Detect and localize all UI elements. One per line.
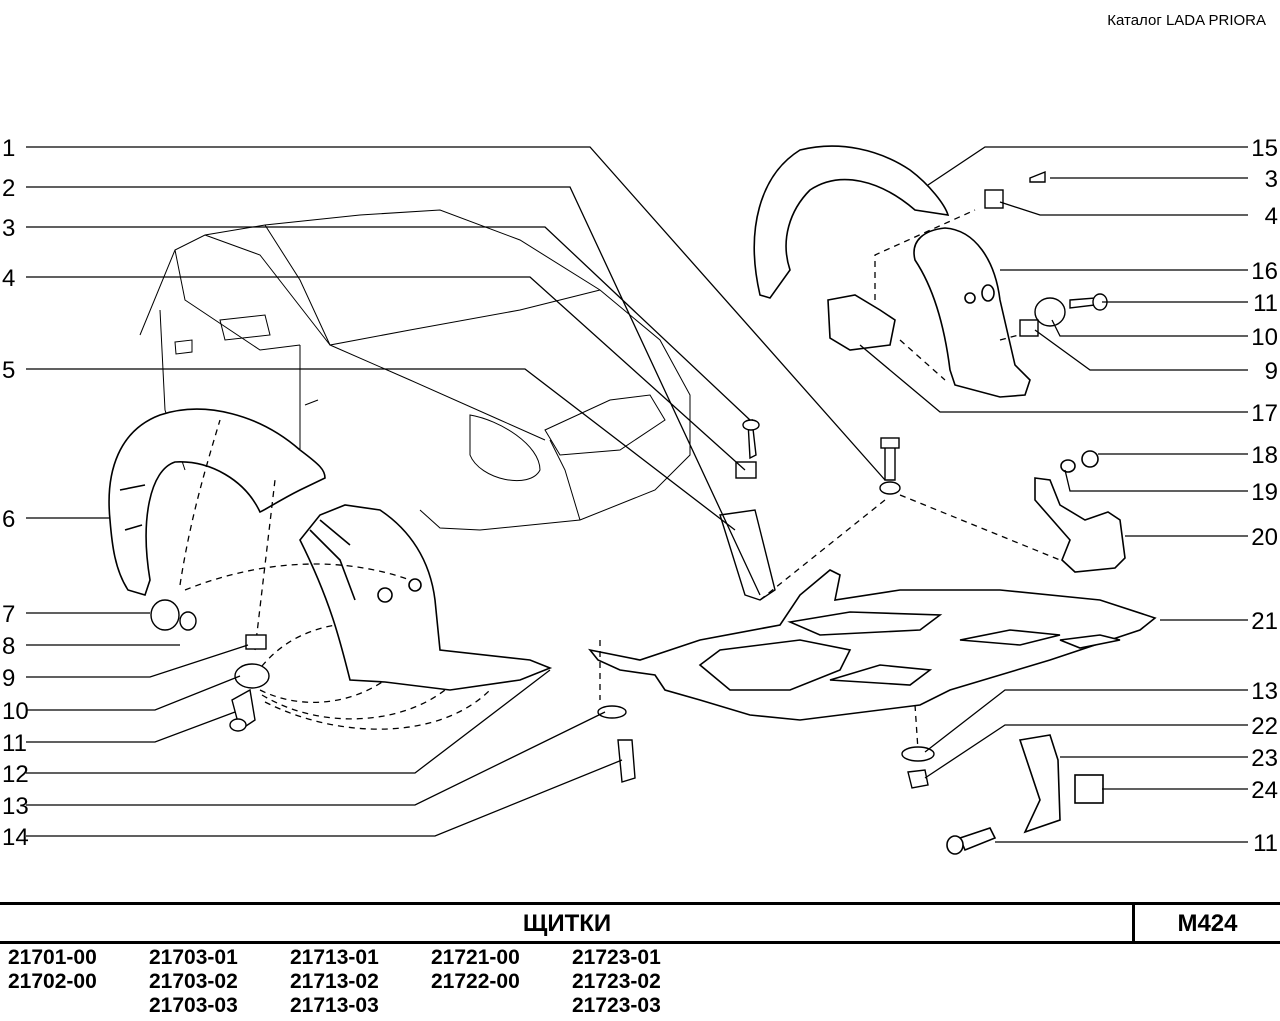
section-code: M424 — [1177, 910, 1238, 937]
model-code: 21701-00 — [8, 946, 97, 969]
model-code: 21723-02 — [572, 970, 661, 993]
model-column-5: 21723-01 21723-02 21723-03 — [572, 946, 712, 1018]
callout-right-9: 9 — [1265, 358, 1278, 385]
model-code: 21713-03 — [290, 994, 379, 1017]
model-code: 21713-02 — [290, 970, 379, 993]
callout-left-9: 9 — [2, 665, 15, 692]
model-code: 21722-00 — [431, 970, 520, 993]
callout-left-3: 3 — [2, 215, 15, 242]
model-code: 21723-01 — [572, 946, 661, 969]
callout-left-8: 8 — [2, 633, 15, 660]
callout-right-22: 22 — [1251, 713, 1278, 740]
callout-right-11a: 11 — [1253, 290, 1278, 317]
catalog-title: Каталог LADA PRIORA — [1107, 12, 1266, 29]
callout-left-14: 14 — [2, 824, 29, 851]
front-fender-liner-right — [753, 145, 950, 299]
model-column-1: 21701-00 21702-00 — [8, 946, 148, 994]
callout-left-7: 7 — [2, 601, 15, 628]
model-column-2: 21703-01 21703-02 21703-03 — [149, 946, 289, 1018]
callout-left-12: 12 — [2, 761, 29, 788]
model-column-4: 21721-00 21722-00 — [431, 946, 571, 994]
callout-right-16: 16 — [1251, 258, 1278, 285]
engine-splash-guard — [588, 569, 1157, 721]
footer: ЩИТКИ M424 21701-00 21702-00 21703-01 21… — [0, 902, 1280, 1021]
car-outline — [139, 209, 691, 531]
model-column-3: 21713-01 21713-02 21713-03 — [290, 946, 430, 1018]
callout-left-4: 4 — [2, 265, 15, 292]
model-code: 21703-02 — [149, 970, 238, 993]
callout-right-4: 4 — [1265, 203, 1278, 230]
callout-left-5: 5 — [2, 357, 15, 384]
callout-right-23: 23 — [1251, 745, 1278, 772]
callout-right-11b: 11 — [1253, 830, 1278, 857]
model-code: 21721-00 — [431, 946, 520, 969]
callout-right-3: 3 — [1265, 166, 1278, 193]
side-bracket — [1034, 450, 1126, 573]
model-code: 21723-03 — [572, 994, 661, 1017]
parts-diagram: 1 2 3 4 5 6 7 8 9 10 11 12 13 14 15 3 4 … — [2, 135, 1278, 857]
nut-and-washer-left — [150, 599, 270, 732]
callout-right-20: 20 — [1251, 524, 1278, 551]
callout-right-15: 15 — [1251, 135, 1278, 162]
center-bracket — [719, 418, 901, 601]
callout-left-13: 13 — [2, 793, 29, 820]
callout-right-21: 21 — [1251, 608, 1278, 635]
callout-right-18: 18 — [1251, 442, 1278, 469]
rear-fender-liner-right — [827, 227, 1031, 398]
rear-fender-liner-left — [299, 504, 553, 691]
callout-right-19: 19 — [1251, 479, 1278, 506]
callout-right-24: 24 — [1251, 777, 1278, 804]
callout-left-10: 10 — [2, 698, 29, 725]
model-code: 21713-01 — [290, 946, 379, 969]
callout-right-17: 17 — [1251, 400, 1278, 427]
callout-right-13: 13 — [1251, 678, 1278, 705]
model-code: 21703-01 — [149, 946, 238, 969]
lower-shield — [946, 734, 1104, 855]
front-fender-liner-left — [108, 408, 326, 596]
model-code: 21703-03 — [149, 994, 238, 1017]
fasteners-right — [984, 170, 1108, 337]
section-title: ЩИТКИ — [522, 910, 612, 937]
callout-left-11: 11 — [2, 730, 27, 757]
callout-left-2: 2 — [2, 175, 15, 202]
model-code: 21702-00 — [8, 970, 97, 993]
callout-left-1: 1 — [2, 135, 15, 162]
title-bar: ЩИТКИ M424 — [0, 902, 1280, 944]
callout-right-10: 10 — [1251, 324, 1278, 351]
callout-left-6: 6 — [2, 506, 15, 533]
bolt-washer-center — [597, 705, 935, 789]
title-divider — [1132, 905, 1135, 941]
